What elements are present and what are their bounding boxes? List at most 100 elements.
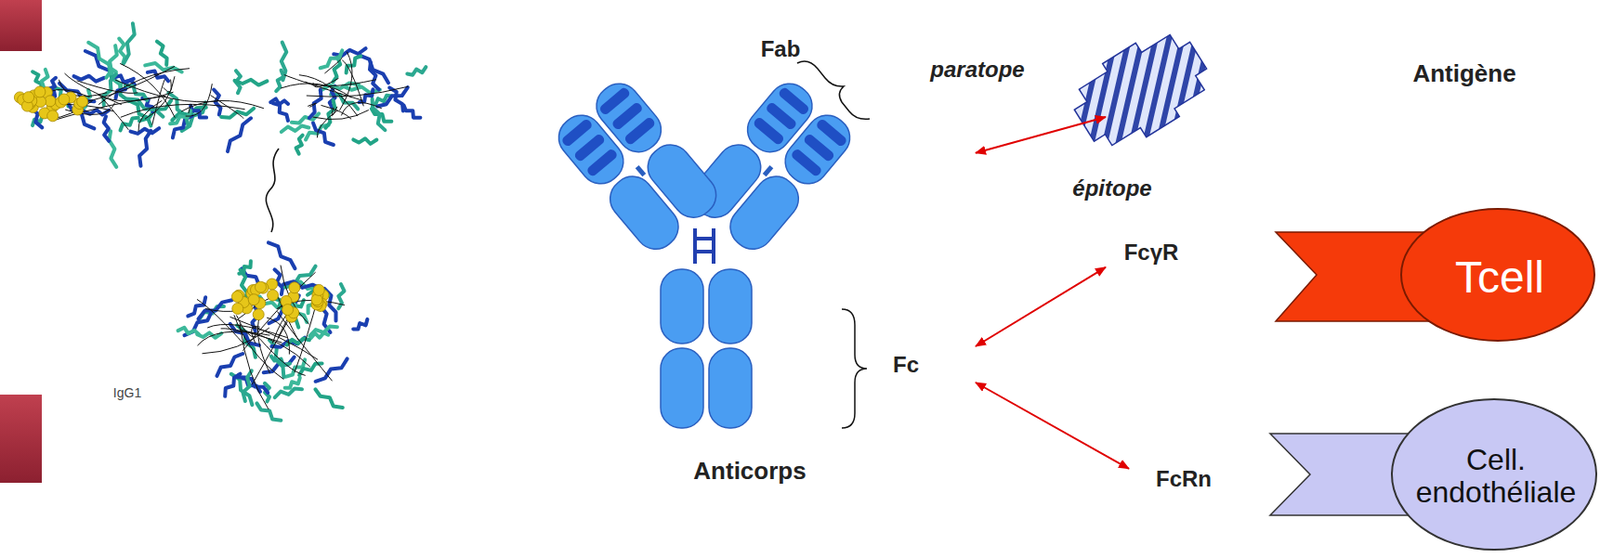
ribbon-strand xyxy=(314,389,342,408)
ribbon-strand xyxy=(271,356,290,367)
ribbon-strand xyxy=(144,63,183,73)
antigen-shape xyxy=(1062,18,1221,162)
binding-arrow xyxy=(975,117,1106,154)
ribbon-strand xyxy=(275,389,302,399)
ribbon-strand xyxy=(236,326,256,358)
ribbon-strand xyxy=(157,41,168,66)
sugar-sphere xyxy=(252,309,264,321)
ribbon-strand xyxy=(268,242,296,269)
ribbon-strand xyxy=(120,118,139,132)
ribbon-strand xyxy=(131,128,160,134)
ribbon-coil xyxy=(239,329,311,368)
ribbon-coil xyxy=(259,338,306,376)
ribbon-strand xyxy=(404,105,421,119)
side-bar xyxy=(0,394,42,484)
fab-label: Fab xyxy=(760,36,801,63)
ribbon-structure xyxy=(13,23,426,421)
cell-ellipse: Cell. endothéliale xyxy=(1390,398,1598,551)
ribbon-coil xyxy=(115,79,221,103)
ribbon-coil xyxy=(98,68,190,105)
ribbon-strand xyxy=(270,98,289,105)
ribbon-strand xyxy=(123,23,134,64)
node-text: FcγR xyxy=(1124,239,1180,266)
sugar-sphere xyxy=(267,289,279,302)
ribbon-strand xyxy=(235,79,268,86)
side-bar xyxy=(0,0,42,52)
ribbon-coil xyxy=(251,321,288,385)
sugar-sphere xyxy=(311,294,323,306)
ribbon-coil xyxy=(316,110,338,139)
sugar-sphere xyxy=(58,93,70,105)
node-text: Tcell xyxy=(1455,251,1545,303)
ribbon-coil xyxy=(152,78,166,125)
ribbon-strand xyxy=(311,332,329,339)
ribbon-strand xyxy=(291,113,319,123)
ribbon-coil xyxy=(324,57,342,74)
ribbon-coil xyxy=(313,110,369,120)
ribbon-strand xyxy=(346,56,362,74)
sugar-sphere xyxy=(23,91,35,104)
sugar-sphere xyxy=(248,294,260,306)
ribbon-coil xyxy=(188,104,192,115)
antigen-node: Antigène xyxy=(1105,18,1534,158)
ribbon-strand xyxy=(217,354,244,377)
node-text: Anticorps xyxy=(693,457,806,486)
ribbon-coil xyxy=(202,327,270,355)
antibody-node: Anticorps xyxy=(548,55,976,493)
paratope-bracket xyxy=(797,61,870,119)
sugar-sphere xyxy=(77,95,89,107)
receptor-node: FcRn xyxy=(1128,459,1239,501)
sugar-sphere xyxy=(232,302,244,315)
receptor-node: FcγR xyxy=(1105,232,1199,275)
ribbon-coil xyxy=(163,79,171,93)
ribbon-strand xyxy=(353,319,368,330)
ribbon-strand xyxy=(369,62,380,90)
sugar-sphere xyxy=(231,291,243,303)
sugar-sphere xyxy=(282,304,294,316)
ribbon-strand xyxy=(224,374,240,397)
fc-label: Fc xyxy=(892,352,919,379)
ribbon-strand xyxy=(273,103,289,121)
ribbon-strand xyxy=(88,42,112,74)
paratope-label: paratope xyxy=(930,56,1024,83)
structure-label: IgG1 xyxy=(113,385,142,401)
ribbon-strand xyxy=(213,90,221,116)
antibody-shape xyxy=(550,75,858,429)
sugar-sphere xyxy=(34,86,46,98)
node-text: Antigène xyxy=(1412,59,1516,89)
ribbon-coil xyxy=(277,312,333,382)
ribbon-coil xyxy=(196,299,246,346)
ribbon-strand xyxy=(353,138,377,145)
sugar-sphere xyxy=(255,281,267,293)
ribbon-coil xyxy=(299,75,358,117)
ribbon-strand xyxy=(285,378,301,389)
ribbon-coil xyxy=(181,100,264,112)
ribbon-coil xyxy=(77,80,139,94)
ribbon-strand xyxy=(281,126,310,133)
ribbon-strand xyxy=(170,110,191,124)
sugar-sphere xyxy=(47,110,59,122)
ribbon-strand xyxy=(406,66,426,76)
node-text: FcRn xyxy=(1155,466,1212,493)
sugar-sphere xyxy=(288,282,301,294)
ribbon-strand xyxy=(242,370,251,402)
sugar-sphere xyxy=(313,284,325,296)
ribbon-strand xyxy=(139,131,151,167)
ribbon-strand xyxy=(313,122,334,145)
ribbon-strand xyxy=(256,403,281,420)
ribbon-strand xyxy=(320,50,343,68)
ribbon-coil xyxy=(185,83,213,117)
binding-arrow xyxy=(975,267,1106,347)
epitope-label: épitope xyxy=(1072,175,1152,202)
ribbon-coil xyxy=(304,79,377,87)
ribbon-coil xyxy=(257,315,270,374)
ribbon-strand xyxy=(187,297,206,316)
ribbon-coil xyxy=(280,265,310,326)
ribbon-strand xyxy=(74,76,105,82)
ribbon-strand xyxy=(238,261,251,275)
binding-arrow xyxy=(975,382,1129,470)
ribbon-strand xyxy=(104,116,110,142)
ribbon-coil xyxy=(210,95,244,119)
ribbon-coil xyxy=(242,272,315,352)
ribbon-strand xyxy=(227,118,251,152)
